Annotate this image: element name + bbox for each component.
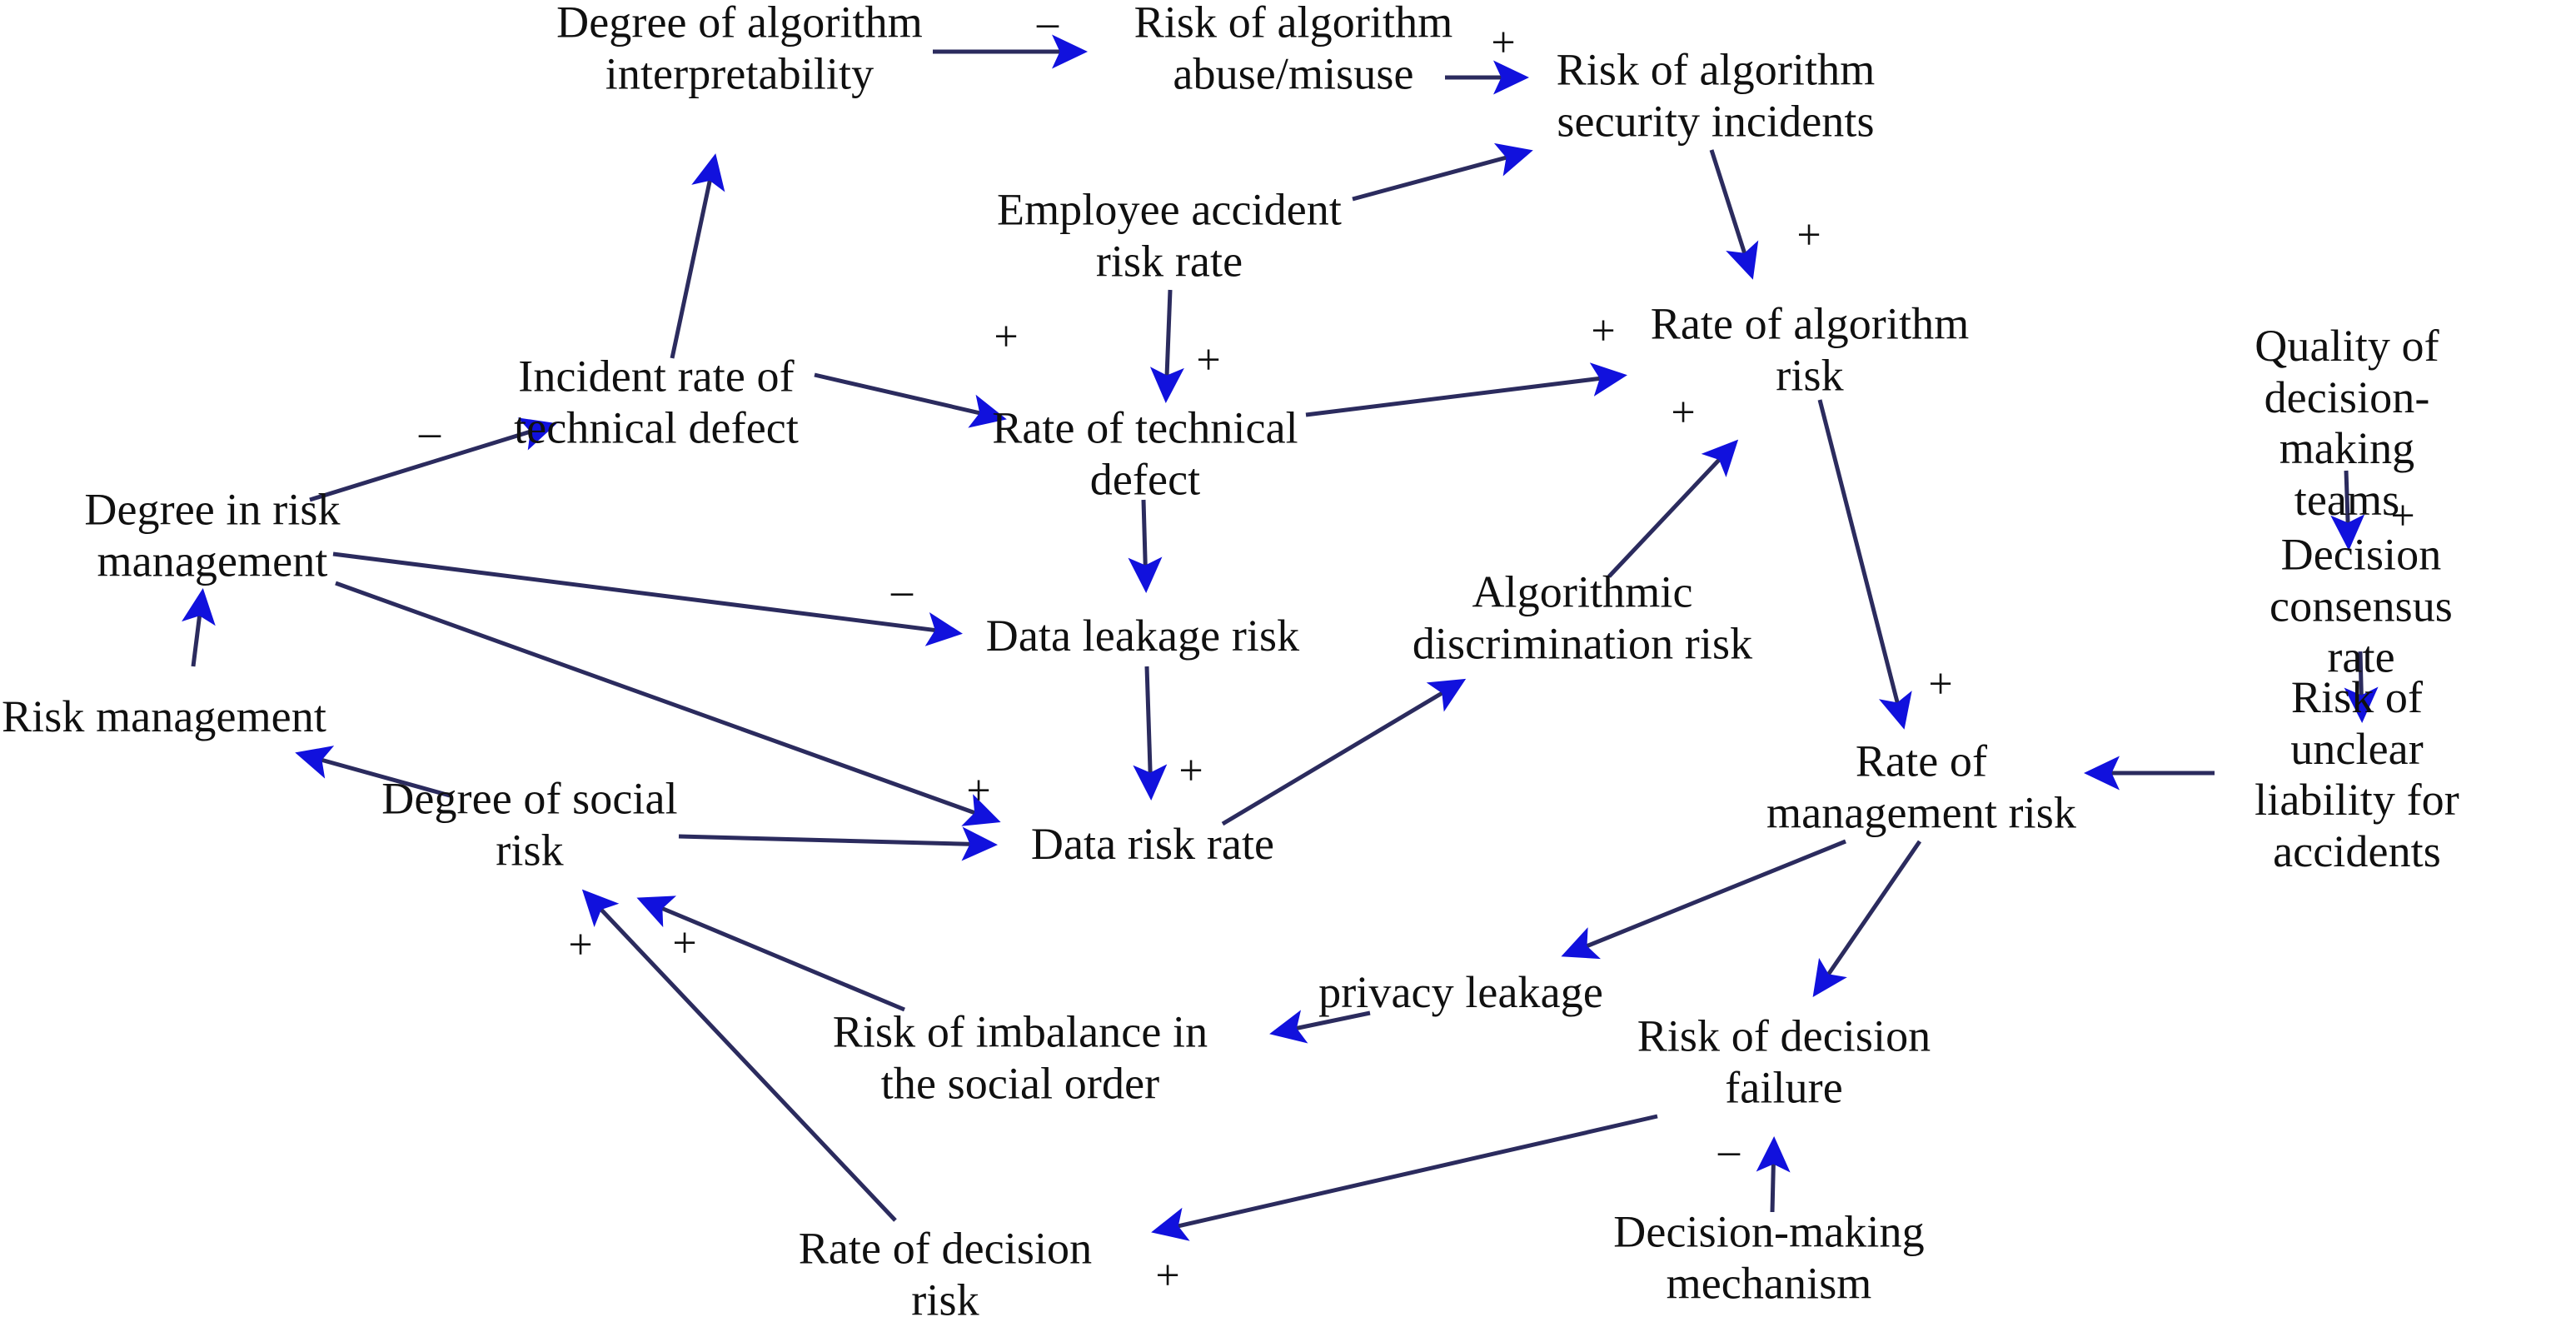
edge-rate_of_algorithm_risk-to-rate_of_management_risk <box>1817 399 1912 730</box>
edge-risk_imbalance_social_order-to-degree_of_social_risk <box>636 895 905 1012</box>
edge-privacy_leakage-to-risk_imbalance_social_order <box>1269 1010 1371 1044</box>
polarity-label-e28: + <box>1155 1252 1180 1300</box>
node-degree_in_risk_management: Degree in risk management <box>84 484 341 586</box>
edge-risk_algorithm_security_incidents-to-rate_of_algorithm_risk <box>1709 149 1759 280</box>
node-data_leakage_risk: Data leakage risk <box>985 611 1300 661</box>
node-rate_of_algorithm_risk: Rate of algorithm risk <box>1650 298 1970 400</box>
polarity-label-e12: + <box>966 767 991 815</box>
polarity-label-e18: + <box>2390 492 2415 540</box>
edge-algorithmic_discrimination_risk-to-rate_of_algorithm_risk <box>1607 439 1739 578</box>
node-incident_rate_technical_defect: Incident rate of technical defect <box>514 351 799 452</box>
edge-rate_of_technical_defect-to-data_leakage_risk <box>1128 499 1163 593</box>
edge-data_leakage_risk-to-data_risk_rate <box>1133 666 1168 801</box>
node-algorithmic_discrimination_risk: Algorithmic discrimination risk <box>1412 566 1753 668</box>
node-rate_of_technical_defect: Rate of technical defect <box>992 402 1298 504</box>
node-quality_decision_making_teams: Quality of decision-making teams <box>2255 320 2439 525</box>
edge-data_risk_rate-to-algorithmic_discrimination_risk <box>1221 678 1467 826</box>
polarity-label-e11: – <box>891 567 913 615</box>
edge-degree_in_risk_management-to-data_leakage_risk <box>332 551 963 646</box>
polarity-label-e16: + <box>1671 389 1696 437</box>
edge-incident_rate_technical_defect-to-rate_of_technical_defect <box>814 372 1007 428</box>
polarity-label-e1: – <box>1037 0 1059 47</box>
node-privacy_leakage: privacy leakage <box>1318 967 1603 1018</box>
edge-risk_decision_failure-to-rate_of_decision_risk <box>1151 1114 1658 1241</box>
polarity-label-e7: + <box>1196 337 1221 384</box>
edge-risk_management-to-degree_in_risk_management <box>182 588 216 667</box>
edge-decision_consensus_rate-to-risk_unclear_liability <box>2344 651 2379 723</box>
node-degree_algorithm_interpretability: Degree of algorithm interpretability <box>556 0 923 98</box>
node-risk_unclear_liability: Risk of unclear liability for accidents <box>2255 671 2459 876</box>
polarity-label-e2: + <box>1491 19 1516 67</box>
edge-rate_of_management_risk-to-privacy_leakage <box>1561 839 1846 960</box>
node-risk_imbalance_social_order: Risk of imbalance in the social order <box>832 1006 1208 1108</box>
node-risk_management: Risk management <box>2 691 326 742</box>
edge-incident_rate_technical_defect-to-degree_algorithm_interpretability <box>670 153 725 359</box>
node-decision_consensus_rate: Decision consensus rate <box>2270 529 2453 682</box>
edge-decision_making_mechanism-to-risk_decision_failure <box>1756 1136 1791 1213</box>
polarity-label-e24: + <box>672 920 697 967</box>
node-risk_algorithm_abuse: Risk of algorithm abuse/misuse <box>1134 0 1453 98</box>
polarity-label-e25: + <box>568 921 593 969</box>
polarity-label-e8: – <box>419 409 441 456</box>
polarity-label-e6: + <box>994 313 1019 361</box>
edge-degree_of_social_risk-to-data_risk_rate <box>678 826 998 861</box>
edge-quality_decision_making_teams-to-decision_consensus_rate <box>2330 470 2365 551</box>
edge-degree_in_risk_management-to-incident_rate_technical_defect <box>309 417 557 502</box>
edge-employee_accident_risk_rate-to-rate_of_technical_defect <box>1149 289 1184 403</box>
node-rate_of_management_risk: Rate of management risk <box>1766 736 2076 837</box>
node-employee_accident_risk_rate: Employee accident risk rate <box>996 184 1343 286</box>
edge-rate_of_technical_defect-to-rate_of_algorithm_risk <box>1305 362 1627 417</box>
node-risk_decision_failure: Risk of decision failure <box>1637 1010 1931 1112</box>
node-degree_of_social_risk: Degree of social risk <box>381 773 678 875</box>
node-risk_algorithm_security_incidents: Risk of algorithm security incidents <box>1556 44 1876 146</box>
polarity-label-e17: + <box>1928 661 1953 708</box>
node-data_risk_rate: Data risk rate <box>1030 819 1275 870</box>
polarity-label-e13: + <box>1178 747 1203 795</box>
edge-degree_in_risk_management-to-data_risk_rate <box>335 581 1001 826</box>
node-rate_of_decision_risk: Rate of decision risk <box>798 1223 1093 1325</box>
edge-rate_of_decision_risk-to-degree_of_social_risk <box>581 889 897 1222</box>
edge-degree_of_social_risk-to-risk_management <box>295 746 451 798</box>
edge-employee_accident_risk_rate-to-risk_algorithm_security_incidents <box>1352 142 1533 202</box>
polarity-label-e9: + <box>1591 307 1616 355</box>
edge-paths <box>182 34 2379 1241</box>
node-decision_making_mechanism: Decision-making mechanism <box>1613 1206 1925 1308</box>
polarity-label-e4: + <box>1796 212 1821 259</box>
polarity-label-e29: – <box>1718 1127 1740 1175</box>
edge-rate_of_management_risk-to-risk_decision_failure <box>1812 840 1922 997</box>
